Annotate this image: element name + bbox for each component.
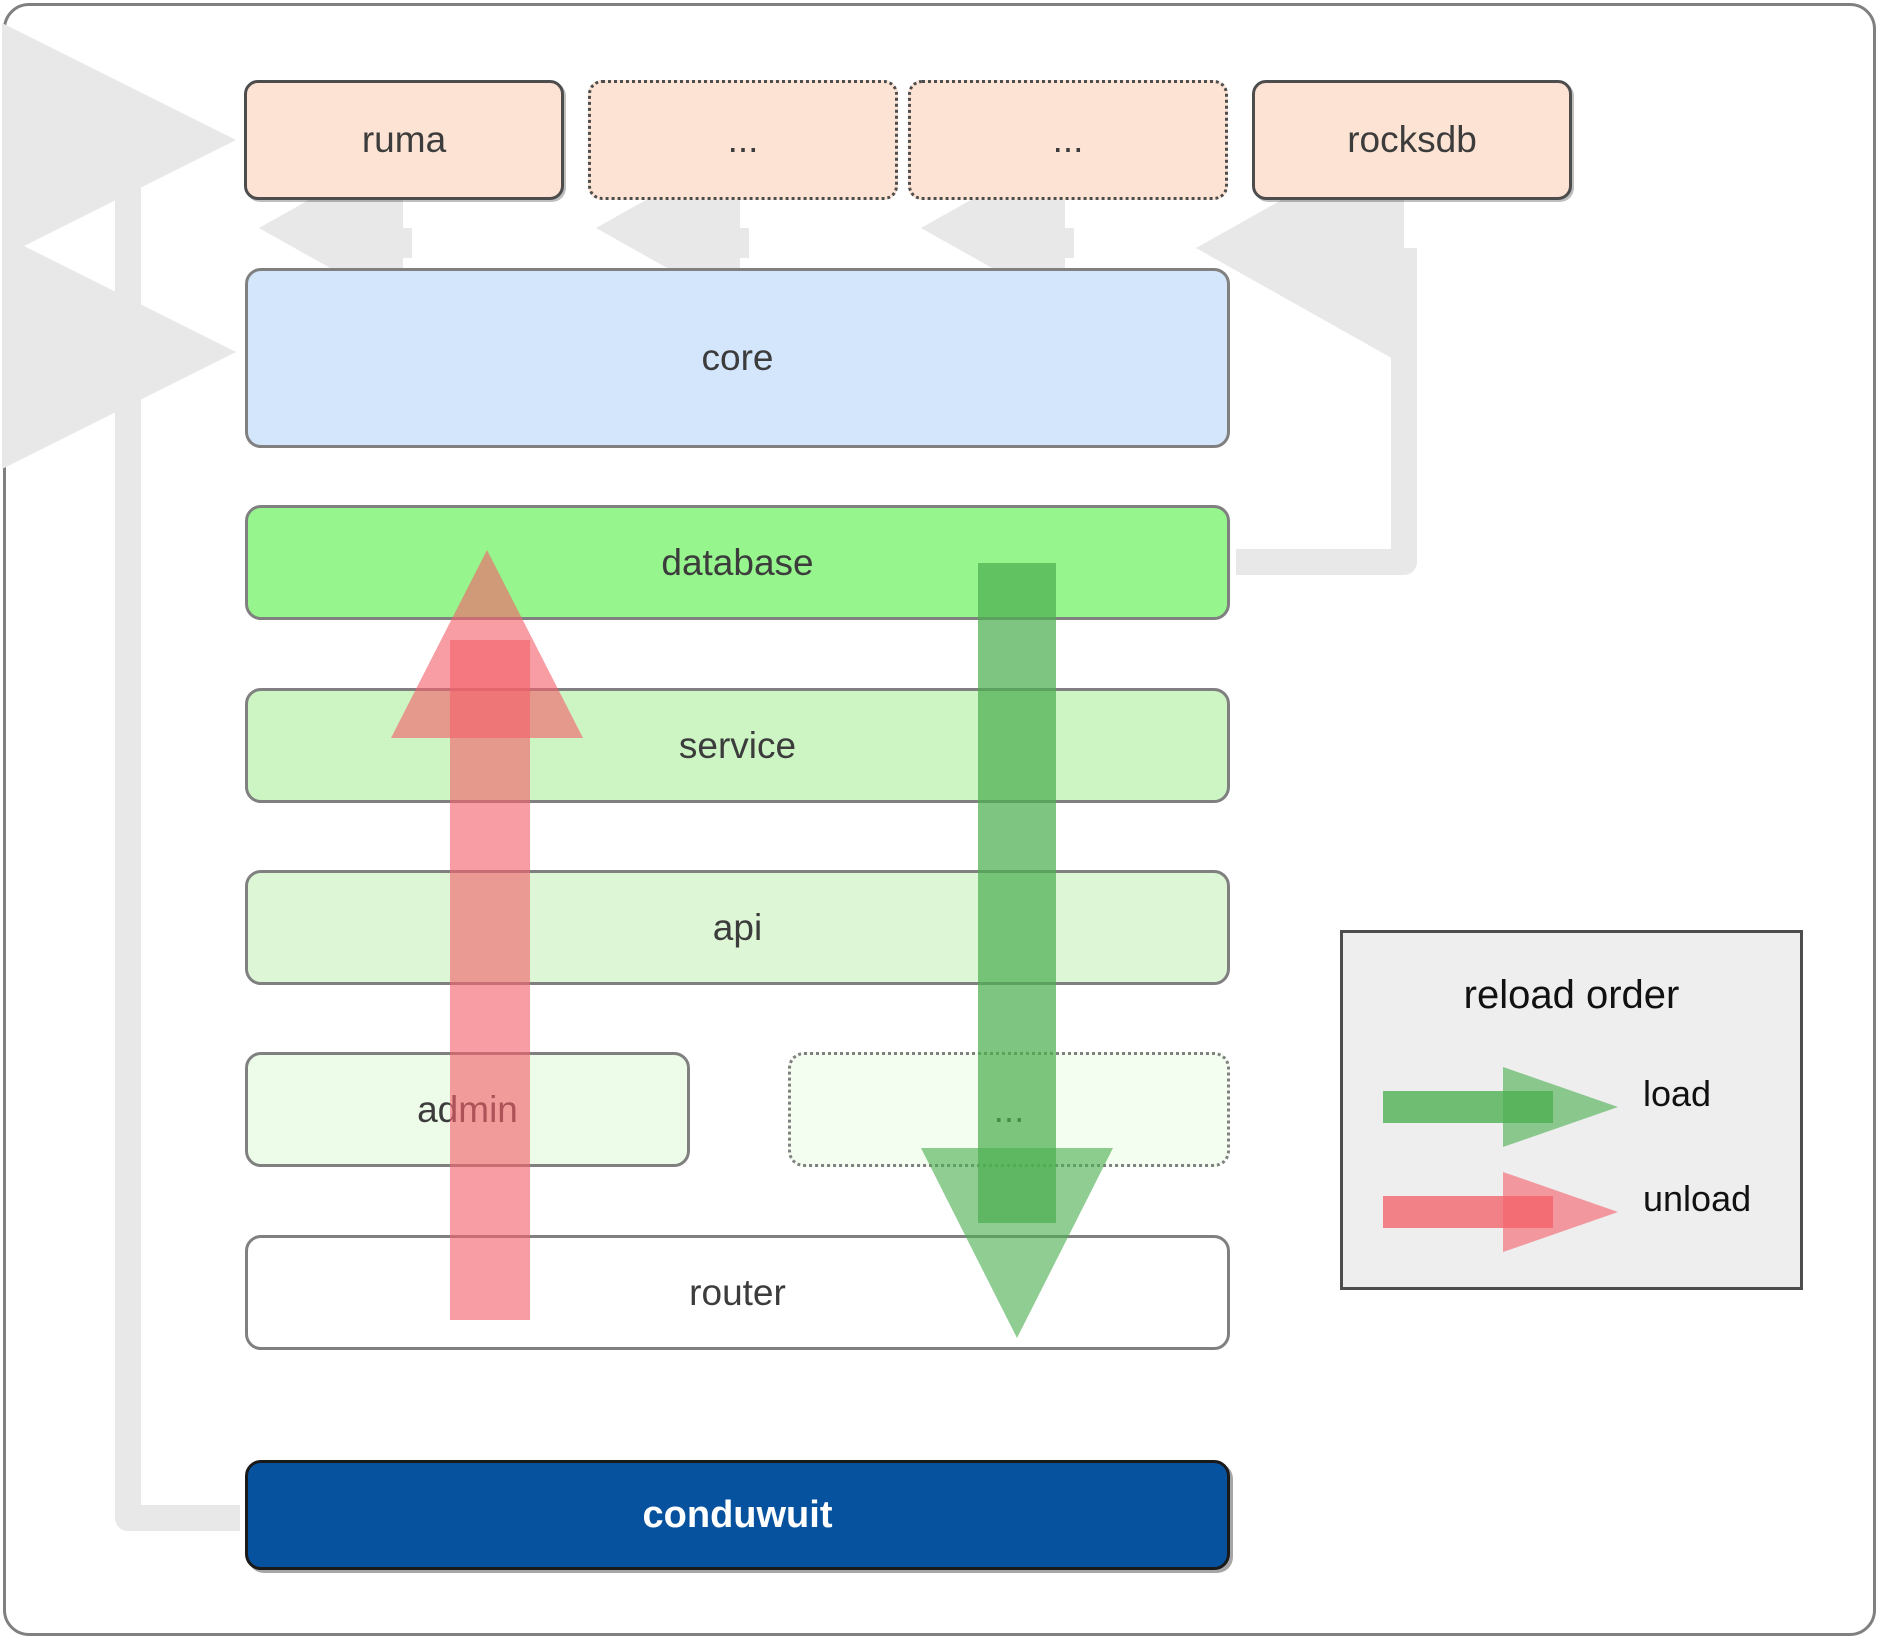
dependency-box-placeholder-1[interactable]: ... [588,80,898,200]
legend-title: reload order [1463,973,1680,1017]
unload-legend-arrow-icon [1383,1172,1618,1252]
root-box-conduwuit[interactable]: conduwuit [245,1460,1230,1570]
diagram-frame [3,3,1876,1636]
layer-label: admin [417,1088,518,1130]
layer-label: router [689,1271,786,1313]
layer-label: service [678,724,797,766]
layer-box-placeholder[interactable]: ... [788,1052,1230,1167]
layer-box-router[interactable]: router [245,1235,1230,1350]
dependency-label: ... [727,119,759,160]
layer-label: ... [993,1088,1025,1130]
layer-label: database [661,541,814,583]
legend-panel: reload order load unload [1340,930,1803,1290]
legend-label-load: load [1643,1073,1712,1114]
dependency-label: rocksdb [1347,119,1477,160]
layer-box-admin[interactable]: admin [245,1052,690,1167]
layer-box-api[interactable]: api [245,870,1230,985]
layer-label: api [712,906,763,948]
load-legend-arrow-icon [1383,1067,1618,1147]
dependency-box-ruma[interactable]: ruma [244,80,564,200]
root-label: conduwuit [642,1493,833,1536]
dependency-label: ruma [361,119,447,160]
layer-box-service[interactable]: service [245,688,1230,803]
dependency-box-placeholder-2[interactable]: ... [908,80,1228,200]
dependency-box-rocksdb[interactable]: rocksdb [1252,80,1572,200]
legend-label-unload: unload [1643,1178,1752,1219]
legend-row-load: load [1343,1061,1800,1151]
layer-box-core[interactable]: core [245,268,1230,448]
layer-label: core [701,337,774,378]
legend-row-unload: unload [1343,1166,1800,1256]
layer-box-database[interactable]: database [245,505,1230,620]
dependency-label: ... [1052,119,1084,160]
